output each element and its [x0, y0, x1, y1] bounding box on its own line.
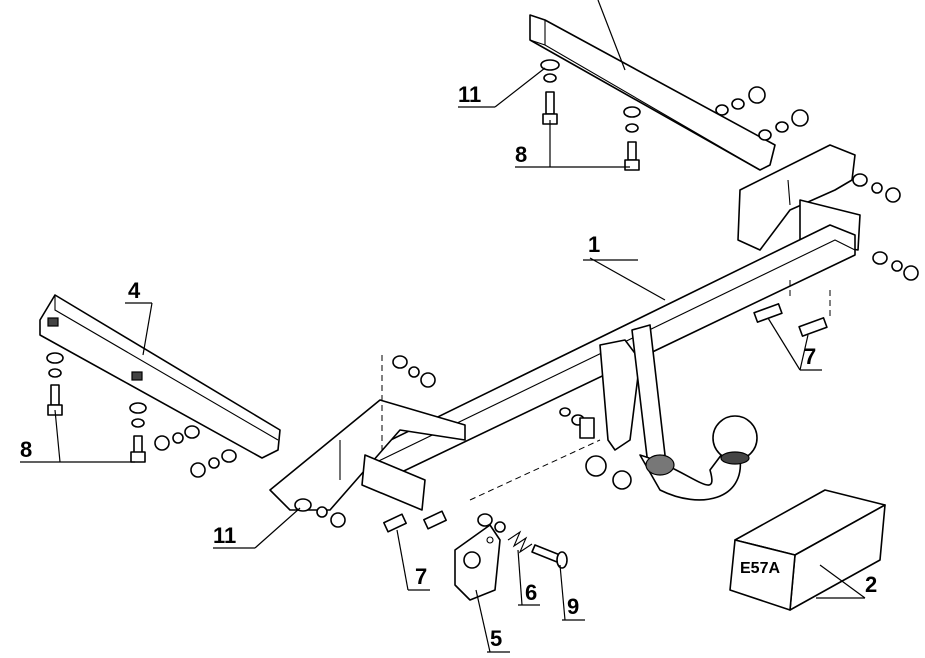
right-nuts-lower: [872, 251, 919, 281]
left-plate-nut: [392, 355, 436, 388]
right-nuts-upper: [852, 173, 901, 203]
top-rail-bracket: [529, 0, 776, 171]
left-nuts-upper: [154, 425, 200, 451]
left-rail-bracket: [39, 294, 281, 459]
tow-neck: [599, 324, 742, 501]
label-part-8-left: 8: [20, 437, 32, 462]
label-part-11-top: 11: [458, 82, 481, 107]
kit-box-code: E57A: [740, 560, 780, 577]
long-bolt: [531, 544, 568, 569]
lower-bolts-left: [383, 510, 447, 533]
label-part-9: 9: [567, 594, 579, 619]
lower-bolts-right: [753, 280, 831, 337]
socket-plate: [454, 524, 501, 601]
label-part-5: 5: [490, 626, 502, 651]
top-nuts-row1: [715, 86, 766, 116]
top-bolt-right: [623, 106, 641, 171]
label-part-11-left: 11: [213, 523, 236, 548]
label-part-7-left: 7: [415, 564, 427, 589]
left-side-plate: [269, 399, 466, 511]
label-part-2: 2: [865, 572, 877, 597]
label-part-4: 4: [128, 278, 141, 303]
label-part-8-top: 8: [515, 142, 527, 167]
label-part-6: 6: [525, 580, 537, 605]
spring: [507, 530, 533, 554]
spring-washer: [477, 513, 506, 533]
top-nuts-row2: [758, 109, 809, 141]
left-bolt-a: [46, 352, 64, 416]
left-nuts-lower: [190, 449, 237, 478]
leader-lines: [20, 67, 866, 653]
left-bottom-washer-nut: [294, 498, 346, 528]
socket-bracket-hub: [585, 454, 675, 490]
left-bolt-b: [129, 402, 147, 463]
kit-box: E57A: [729, 489, 886, 611]
label-part-1: 1: [588, 232, 600, 257]
label-part-7-right: 7: [804, 344, 816, 369]
tow-ball: [712, 415, 758, 465]
mid-washers: [559, 407, 595, 439]
